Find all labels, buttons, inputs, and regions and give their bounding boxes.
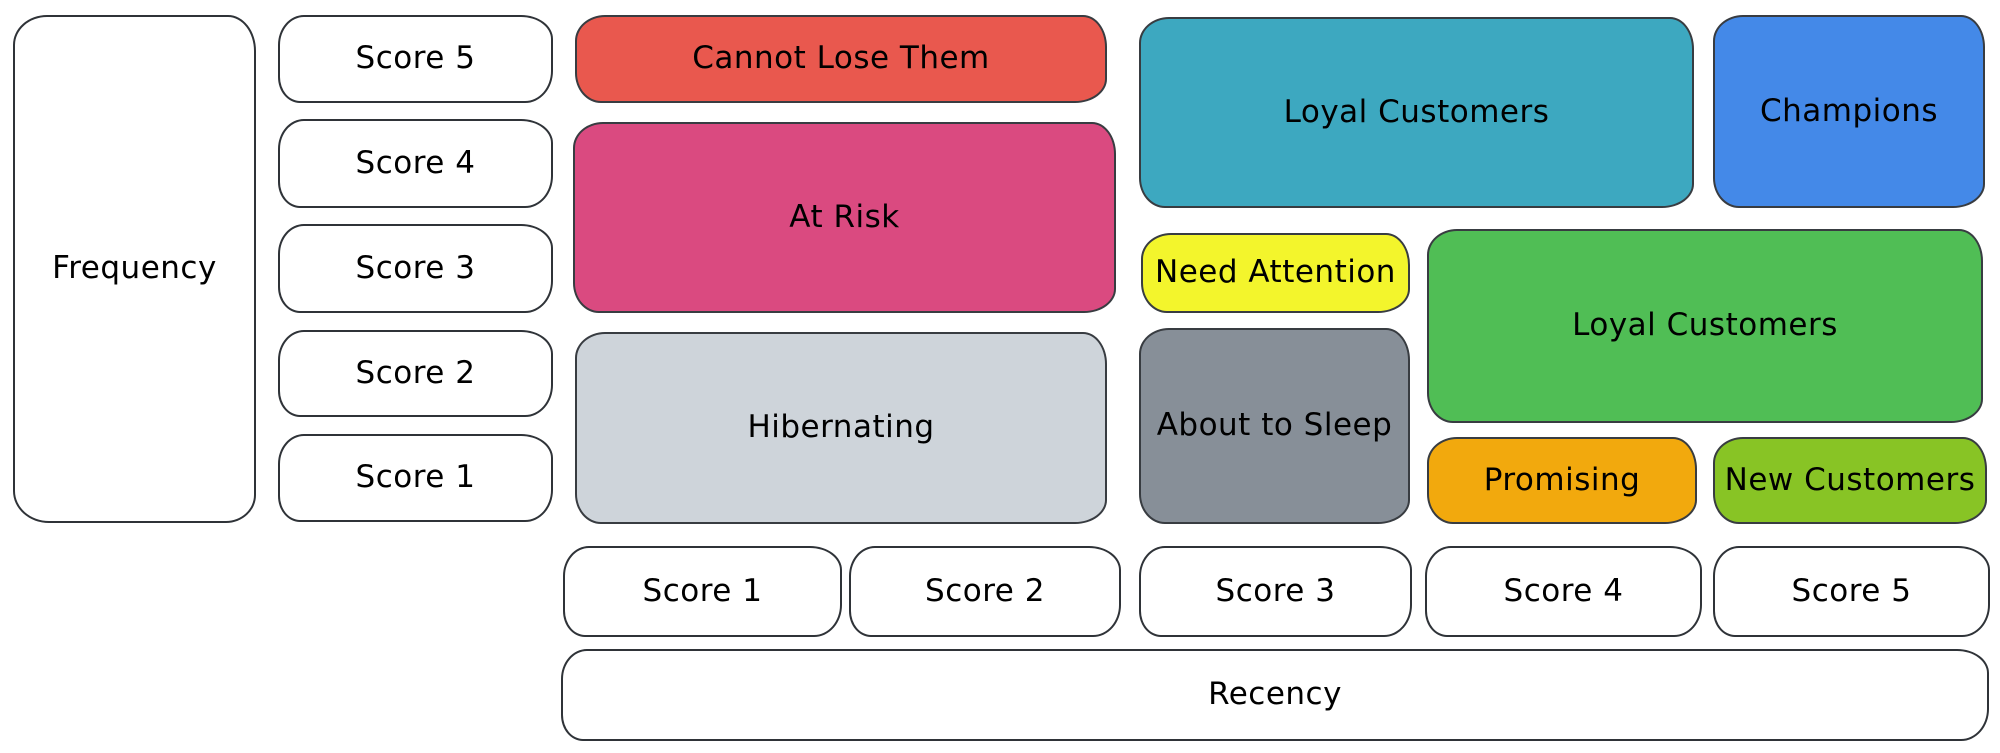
recency-axis-label: Recency bbox=[561, 649, 1989, 741]
recency-score-2: Score 2 bbox=[849, 546, 1121, 637]
segment-need-attention: Need Attention bbox=[1141, 233, 1410, 313]
segment-loyal-customers-mid: Loyal Customers bbox=[1427, 229, 1983, 423]
recency-score-4: Score 4 bbox=[1425, 546, 1702, 637]
recency-score-5: Score 5 bbox=[1713, 546, 1990, 637]
frequency-score-2: Score 2 bbox=[278, 330, 553, 417]
segment-hibernating: Hibernating bbox=[575, 332, 1107, 524]
segment-new-customers: New Customers bbox=[1713, 437, 1987, 524]
segment-champions: Champions bbox=[1713, 15, 1985, 208]
frequency-axis-label: Frequency bbox=[13, 15, 256, 523]
frequency-score-4: Score 4 bbox=[278, 119, 553, 208]
segment-about-to-sleep: About to Sleep bbox=[1139, 328, 1410, 524]
segment-at-risk: At Risk bbox=[573, 122, 1116, 313]
frequency-score-3: Score 3 bbox=[278, 224, 553, 313]
frequency-score-5: Score 5 bbox=[278, 15, 553, 103]
segment-promising: Promising bbox=[1427, 437, 1697, 524]
segment-cannot-lose-them: Cannot Lose Them bbox=[575, 15, 1107, 103]
frequency-score-1: Score 1 bbox=[278, 434, 553, 522]
segment-loyal-customers-top: Loyal Customers bbox=[1139, 17, 1694, 208]
recency-score-1: Score 1 bbox=[563, 546, 842, 637]
recency-score-3: Score 3 bbox=[1139, 546, 1412, 637]
